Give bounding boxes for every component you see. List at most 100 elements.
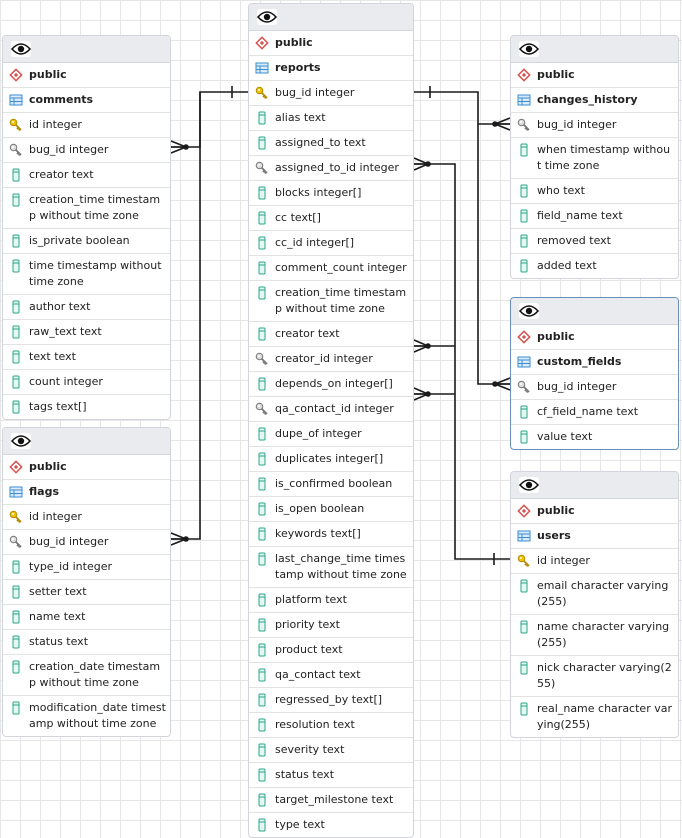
column-row[interactable]: name text <box>3 605 170 630</box>
column-row[interactable]: added text <box>511 254 678 278</box>
column-row[interactable]: bug_id integer <box>3 530 170 555</box>
column-row[interactable]: last_change_time timestamp without time … <box>249 547 413 588</box>
eye-icon[interactable] <box>519 477 539 493</box>
column-row[interactable]: status text <box>3 630 170 655</box>
column-row[interactable]: duplicates integer[] <box>249 447 413 472</box>
column-row[interactable]: bug_id integer <box>511 375 678 400</box>
column-row[interactable]: assigned_to_id integer <box>249 156 413 181</box>
column-row[interactable]: id integer <box>3 505 170 530</box>
column-row[interactable]: setter text <box>3 580 170 605</box>
column-row[interactable]: qa_contact_id integer <box>249 397 413 422</box>
column-row[interactable]: type text <box>249 813 413 837</box>
column-row[interactable]: creation_date timestamp without time zon… <box>3 655 170 696</box>
column-row[interactable]: author text <box>3 295 170 320</box>
column-row[interactable]: bug_id integer <box>511 113 678 138</box>
column-row[interactable]: bug_id integer <box>3 138 170 163</box>
column-row[interactable]: name character varying(255) <box>511 615 678 656</box>
column-row[interactable]: target_milestone text <box>249 788 413 813</box>
column-row[interactable]: dupe_of integer <box>249 422 413 447</box>
column-row[interactable]: real_name character varying(255) <box>511 697 678 737</box>
table-header[interactable] <box>3 36 170 63</box>
column-label: is_open boolean <box>275 502 365 515</box>
column-row[interactable]: product text <box>249 638 413 663</box>
column-row[interactable]: assigned_to text <box>249 131 413 156</box>
table-header[interactable] <box>511 472 678 499</box>
table-header[interactable] <box>511 298 678 325</box>
eye-icon[interactable] <box>519 41 539 57</box>
column-row[interactable]: type_id integer <box>3 555 170 580</box>
column-row[interactable]: value text <box>511 425 678 449</box>
eye-icon[interactable] <box>11 41 31 57</box>
table-name-row[interactable]: changes_history <box>511 88 678 113</box>
column-row[interactable]: email character varying(255) <box>511 574 678 615</box>
column-row[interactable]: qa_contact text <box>249 663 413 688</box>
column-row[interactable]: status text <box>249 763 413 788</box>
table-name-row[interactable]: custom_fields <box>511 350 678 375</box>
column-row[interactable]: creator text <box>249 322 413 347</box>
column-row[interactable]: resolution text <box>249 713 413 738</box>
table-name-row[interactable]: users <box>511 524 678 549</box>
column-label: is_confirmed boolean <box>275 477 393 490</box>
table-header[interactable] <box>249 4 413 31</box>
schema-row: public <box>511 499 678 524</box>
column-label: creation_time timestamp without time zon… <box>275 286 407 315</box>
eye-icon[interactable] <box>11 433 31 449</box>
column-row[interactable]: cc_id integer[] <box>249 231 413 256</box>
column-row[interactable]: cf_field_name text <box>511 400 678 425</box>
eye-icon[interactable] <box>519 303 539 319</box>
column-row[interactable]: priority text <box>249 613 413 638</box>
column-row[interactable]: keywords text[] <box>249 522 413 547</box>
column-row[interactable]: regressed_by text[] <box>249 688 413 713</box>
column-row[interactable]: alias text <box>249 106 413 131</box>
column-row[interactable]: tags text[] <box>3 395 170 419</box>
table-name: comments <box>29 93 94 106</box>
column-row[interactable]: bug_id integer <box>249 81 413 106</box>
column-row[interactable]: id integer <box>3 113 170 138</box>
column-row[interactable]: who text <box>511 179 678 204</box>
column-row[interactable]: comment_count integer <box>249 256 413 281</box>
table-name-row[interactable]: reports <box>249 56 413 81</box>
column-label: depends_on integer[] <box>275 377 393 390</box>
column-row[interactable]: text text <box>3 345 170 370</box>
column-row[interactable]: raw_text text <box>3 320 170 345</box>
column-row[interactable]: depends_on integer[] <box>249 372 413 397</box>
column-row[interactable]: time timestamp without time zone <box>3 254 170 295</box>
column-label: alias text <box>275 111 326 124</box>
table-header[interactable] <box>3 428 170 455</box>
column-row[interactable]: creation_time timestamp without time zon… <box>249 281 413 322</box>
column-row[interactable]: platform text <box>249 588 413 613</box>
column-row[interactable]: creator text <box>3 163 170 188</box>
table-name-row[interactable]: comments <box>3 88 170 113</box>
rel-reports-changes-history <box>414 91 510 125</box>
column-label: id integer <box>29 510 82 523</box>
column-label: platform text <box>275 593 347 606</box>
column-label: is_private boolean <box>29 234 130 247</box>
column-label: blocks integer[] <box>275 186 362 199</box>
column-row[interactable]: blocks integer[] <box>249 181 413 206</box>
column-row[interactable]: severity text <box>249 738 413 763</box>
column-row[interactable]: removed text <box>511 229 678 254</box>
column-row[interactable]: count integer <box>3 370 170 395</box>
column-row[interactable]: when timestamp without time zone <box>511 138 678 179</box>
column-row[interactable]: modification_date timestamp without time… <box>3 696 170 736</box>
table-name: reports <box>275 61 321 74</box>
table-header[interactable] <box>511 36 678 63</box>
column-row[interactable]: cc text[] <box>249 206 413 231</box>
column-row[interactable]: is_confirmed boolean <box>249 472 413 497</box>
table-name-row[interactable]: flags <box>3 480 170 505</box>
column-row[interactable]: creation_time timestamp without time zon… <box>3 188 170 229</box>
column-row[interactable]: field_name text <box>511 204 678 229</box>
column-row[interactable]: is_open boolean <box>249 497 413 522</box>
column-row[interactable]: nick character varying(255) <box>511 656 678 697</box>
eye-icon[interactable] <box>257 9 277 25</box>
column-row[interactable]: creator_id integer <box>249 347 413 372</box>
column-row[interactable]: id integer <box>511 549 678 574</box>
column-label: resolution text <box>275 718 355 731</box>
column-row[interactable]: is_private boolean <box>3 229 170 254</box>
